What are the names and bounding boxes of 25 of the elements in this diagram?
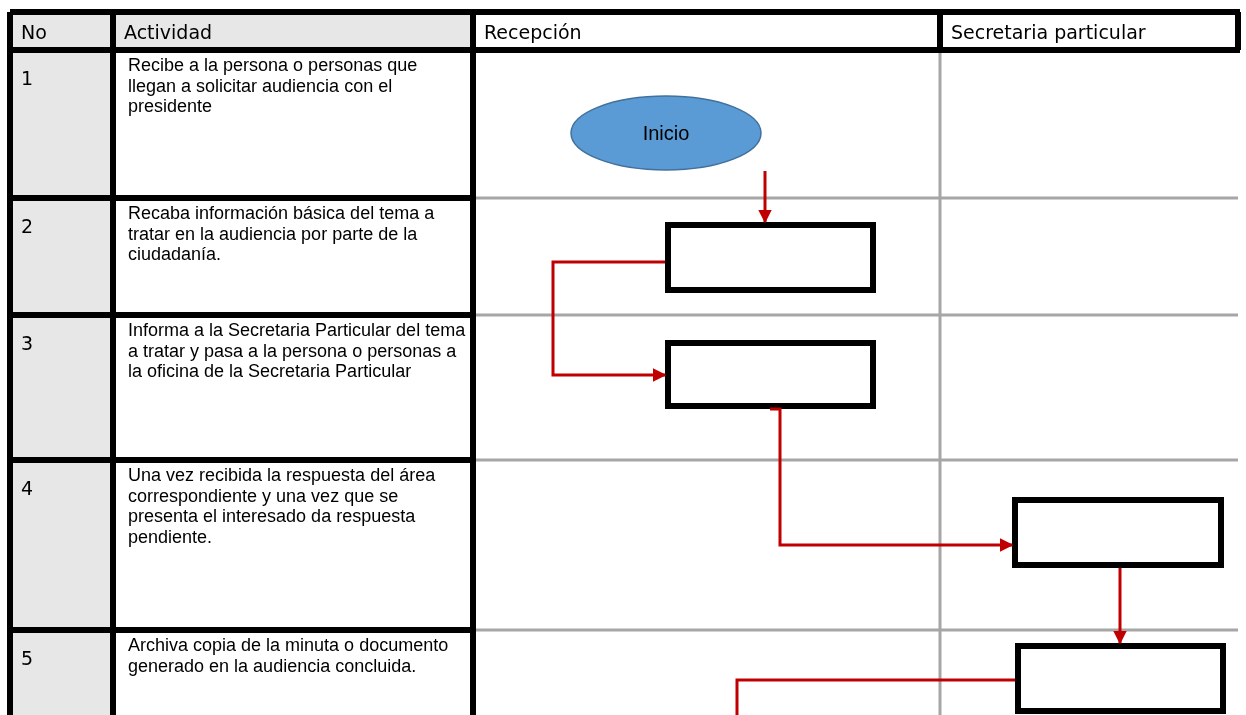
step-number: 4: [20, 476, 35, 501]
arrow: [770, 407, 1014, 552]
connector-line: [735, 678, 1015, 715]
activity-description: Recibe a la persona o personas que llegan a solicitar audiencia con el presidente: [127, 54, 419, 118]
step-number: 1: [20, 66, 35, 91]
activity-description: Archiva copia de la minuta o documento generado en la audiencia concluida.: [127, 634, 450, 678]
activity-description: Informa a la Secretaria Particular del tema a tratar y pasa a la persona o personas a la oficina de la Secretaria Particular: [127, 319, 467, 383]
column-header: Actividad: [123, 20, 214, 45]
activity-description: Una vez recibida la respuesta del área correspondiente y una vez que se presenta el interesado da respuesta pendiente.: [127, 464, 437, 549]
step-number: 5: [20, 646, 35, 671]
activity-description: Recaba información básica del tema a tratar en la audiencia por parte de la ciudadanía.: [127, 202, 436, 266]
process-box: [665, 222, 876, 293]
process-box: [1015, 643, 1226, 714]
column-header: Recepción: [483, 20, 583, 45]
column-header: Secretaria particular: [950, 20, 1147, 45]
process-box: [1012, 497, 1224, 568]
step-number: 2: [20, 214, 35, 239]
arrow: [1113, 568, 1127, 645]
arrow: [758, 171, 772, 224]
column-header: No: [20, 20, 48, 45]
terminal-label: Inicio: [642, 121, 690, 145]
process-box: [665, 340, 876, 409]
arrow: [551, 260, 667, 382]
step-number: 3: [20, 331, 35, 356]
start-terminal: [570, 95, 762, 171]
